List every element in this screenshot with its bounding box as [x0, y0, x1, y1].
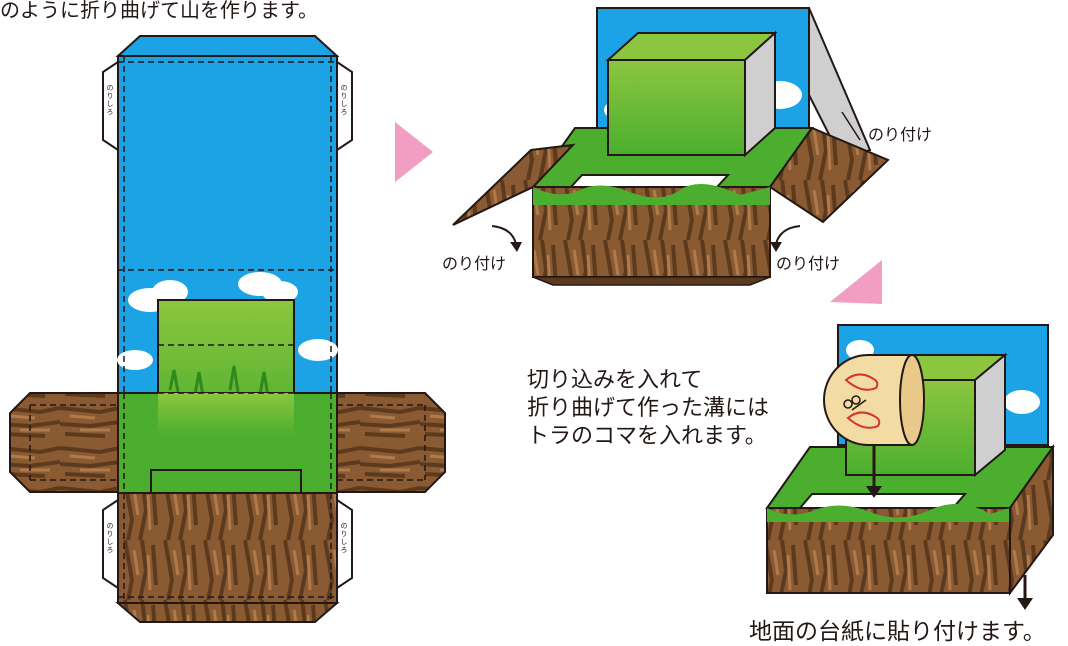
curved-arrow-left: [491, 225, 517, 245]
flat-net: [9, 35, 446, 623]
groove-instruction: 切り込みを入れて 折り曲げて作った溝には トラのコマを入れます。: [527, 368, 770, 449]
glue-tab-label: のりしろ: [340, 522, 348, 554]
pink-arrow-down: [830, 260, 882, 304]
partially-folded-model: [452, 7, 890, 286]
tiger-piece-icon: [823, 354, 925, 446]
glue-label-right-tab: のり付け: [868, 125, 933, 144]
glue-tab-bottom-right: [336, 498, 353, 590]
glue-label-left-front: のり付け: [442, 254, 507, 273]
top-instruction: のように折り曲げて山を作ります。: [0, 0, 318, 22]
paste-instruction: 地面の台紙に貼り付けます。: [749, 619, 1046, 645]
curved-arrow-right: [775, 225, 801, 245]
glue-label-right-front: のり付け: [776, 254, 841, 273]
glue-tab-label: のりしろ: [340, 84, 348, 116]
finished-model: [765, 324, 1055, 610]
glue-tab-label: のりしろ: [106, 84, 114, 116]
glue-tab-label: のりしろ: [106, 522, 114, 554]
glue-tab-bottom-left: [102, 498, 119, 590]
pink-arrow-right: [395, 122, 433, 182]
